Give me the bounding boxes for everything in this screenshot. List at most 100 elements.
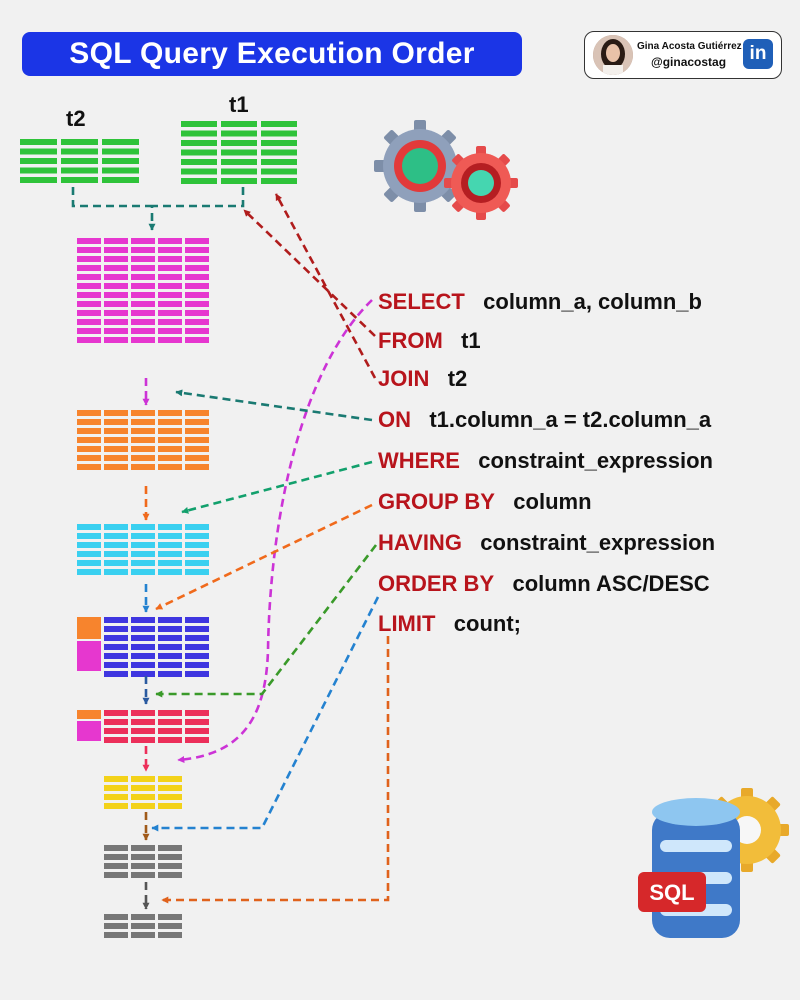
table-cell [221, 178, 257, 184]
sql-line-on: ON t1.column_a = t2.column_a [378, 407, 711, 433]
table-cell [77, 337, 101, 343]
table-cell [104, 551, 128, 557]
sql-argument: t1.column_a = t2.column_a [429, 407, 712, 432]
table-cell [158, 551, 182, 557]
table-cell [104, 328, 128, 334]
table-cell [104, 455, 128, 461]
table-cell [104, 671, 128, 677]
table-cell [131, 337, 155, 343]
table-cell [158, 419, 182, 425]
table-cell [185, 719, 209, 725]
table-cell [20, 139, 57, 145]
table-cell [185, 337, 209, 343]
table-cell [104, 785, 128, 791]
table-cell [181, 149, 217, 156]
table-cell [61, 177, 98, 183]
table-cell [221, 121, 257, 127]
sql-keyword: ON [378, 407, 411, 432]
table-cell [104, 914, 128, 920]
table-cell [102, 148, 139, 155]
table-cell [185, 662, 209, 668]
arrow-from [243, 209, 376, 337]
table-cell [185, 292, 209, 298]
table-cell [131, 238, 155, 244]
table-cell [104, 845, 128, 851]
table-cell [158, 319, 182, 325]
table-cell [131, 292, 155, 298]
table-cell [181, 121, 217, 127]
sql-argument: constraint_expression [478, 448, 713, 473]
sql-argument: column_a, column_b [483, 289, 702, 314]
table-t1 [181, 121, 297, 184]
table-cell [131, 274, 155, 280]
table-cell [131, 455, 155, 461]
table-cell [131, 719, 155, 725]
table-cell [158, 776, 182, 782]
sql-keyword: JOIN [378, 366, 430, 391]
sql-line-limit: LIMIT count; [378, 611, 521, 637]
table-cell [185, 560, 209, 566]
table-cell [261, 121, 297, 127]
table-cell [77, 274, 101, 280]
table-cell [104, 419, 128, 425]
table-cell [185, 737, 209, 743]
table-cell [131, 446, 155, 452]
table-cell [20, 167, 57, 174]
table-label-t1: t1 [229, 92, 249, 117]
table-cell [104, 653, 128, 659]
table-cell [77, 328, 101, 334]
table-cell [131, 428, 155, 434]
table-cell [20, 158, 57, 164]
table-cell [104, 710, 128, 716]
author-card[interactable]: Gina Acosta Gutiérrez @ginacostag in [584, 31, 782, 79]
table-cell [261, 140, 297, 146]
table-cell [104, 437, 128, 443]
table-cell [131, 437, 155, 443]
table-cell [185, 419, 209, 425]
table-cell [77, 533, 101, 539]
table-cell [104, 719, 128, 725]
linkedin-icon[interactable]: in [743, 39, 773, 69]
sql-line-select: SELECT column_a, column_b [378, 289, 702, 315]
table-cell [158, 914, 182, 920]
table-cell [131, 854, 155, 860]
table-cell [104, 626, 128, 632]
table-cell [104, 310, 128, 316]
table-cell [131, 301, 155, 307]
table-cell [185, 728, 209, 734]
table-cell [158, 719, 182, 725]
table-cell [104, 256, 128, 262]
table-limited [104, 914, 182, 938]
avatar-portrait-icon [593, 35, 633, 75]
table-cell [158, 337, 182, 343]
table-cell [102, 158, 139, 164]
sql-argument: column [513, 489, 592, 514]
table-cell [131, 533, 155, 539]
table-cell [102, 177, 139, 183]
table-cell [77, 292, 101, 298]
table-where-filtered [77, 524, 209, 575]
table-cell [158, 644, 182, 650]
table-cell [181, 130, 217, 137]
table-cell [158, 283, 182, 289]
table-cell [77, 464, 101, 470]
table-cell [158, 662, 182, 668]
table-cell [158, 238, 182, 244]
table-cell [185, 617, 209, 623]
table-cell [104, 569, 128, 575]
table-cell [20, 148, 57, 155]
table-cell [158, 437, 182, 443]
table-cell [104, 301, 128, 307]
table-cell [77, 437, 101, 443]
table-cell [185, 542, 209, 548]
table-cell [185, 301, 209, 307]
table-cell [131, 803, 155, 809]
page-title: SQL Query Execution Order [22, 32, 522, 76]
table-cell [185, 274, 209, 280]
table-cell [61, 167, 98, 174]
sql-argument: constraint_expression [480, 530, 716, 555]
table-cell [221, 149, 257, 156]
table-cell [185, 437, 209, 443]
table-cell [131, 923, 155, 929]
arrow-where [181, 460, 373, 514]
